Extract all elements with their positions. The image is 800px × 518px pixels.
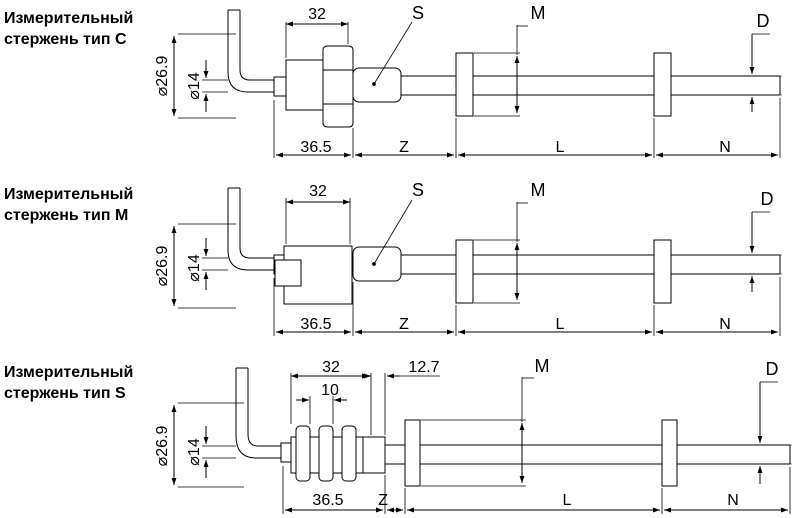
label-m-d: D xyxy=(761,189,774,209)
flange-1 xyxy=(455,52,474,117)
diameter-symbol: ⌀ xyxy=(186,456,203,466)
dim-s-z: Z xyxy=(378,492,388,509)
dim-m-z: Z xyxy=(399,316,409,333)
label-c-d: D xyxy=(757,11,770,31)
section-s-title-line1: Измерительный xyxy=(4,364,134,381)
svg-text:⌀14: ⌀14 xyxy=(186,72,203,100)
diameter-symbol: ⌀ xyxy=(186,272,203,282)
labels-type-m: 32 36.5 Z L N S M D ⌀26.9 ⌀14 xyxy=(154,180,774,333)
svg-text:⌀26.9: ⌀26.9 xyxy=(154,246,171,287)
diameter-symbol: ⌀ xyxy=(186,90,203,100)
hook-tube xyxy=(227,188,276,271)
label-c-s: S xyxy=(412,3,424,23)
connector-small xyxy=(273,76,287,97)
diagram-type-s xyxy=(171,367,792,514)
diameter-symbol: ⌀ xyxy=(154,86,171,96)
section-c-title-line2: стержень тип C xyxy=(4,31,127,48)
section-s-title-line2: стержень тип S xyxy=(4,385,126,402)
dim-m-36-5: 36.5 xyxy=(300,316,331,333)
dim-s-26-9: 26.9 xyxy=(154,426,171,457)
diagram-type-c xyxy=(171,9,782,158)
thread-s xyxy=(352,246,402,282)
label-c-m: M xyxy=(531,3,546,23)
dim-s-14: 14 xyxy=(186,438,203,456)
dim-c-14: 14 xyxy=(186,72,203,90)
dim-s-32: 32 xyxy=(322,359,340,376)
label-s-d: D xyxy=(766,359,779,379)
dim-c-l: L xyxy=(556,139,565,156)
section-m-title-line1: Измерительный xyxy=(4,186,134,203)
dim-m-l: L xyxy=(556,316,565,333)
sleeve-fin-3 xyxy=(341,425,357,482)
svg-text:⌀14: ⌀14 xyxy=(186,438,203,466)
connector-small xyxy=(280,442,292,463)
dim-c-36-5: 36.5 xyxy=(300,139,331,156)
diameter-symbol: ⌀ xyxy=(154,276,171,286)
label-s-m: M xyxy=(535,356,550,376)
dim-s-l: L xyxy=(563,492,572,509)
dim-s-12-7: 12.7 xyxy=(408,359,439,376)
sleeve-end xyxy=(362,436,386,474)
dim-c-n: N xyxy=(719,139,731,156)
labels-type-c: 32 36.5 Z L N S M D ⌀26.9 ⌀14 xyxy=(154,3,770,156)
dim-s-10: 10 xyxy=(321,382,339,399)
svg-text:⌀26.9: ⌀26.9 xyxy=(154,56,171,97)
flange-2 xyxy=(653,239,672,304)
connector-inner xyxy=(274,259,302,287)
dim-c-26-9: 26.9 xyxy=(154,56,171,87)
section-c-title-line1: Измерительный xyxy=(4,10,134,27)
sleeve-fin-1 xyxy=(295,425,311,482)
flange-1 xyxy=(455,239,474,304)
thread-s xyxy=(352,67,402,103)
diameter-symbol: ⌀ xyxy=(154,456,171,466)
flange-2 xyxy=(661,419,678,487)
labels-type-s: 32 10 12.7 36.5 Z L N M D ⌀26.9 ⌀14 xyxy=(154,356,779,509)
dim-m-32: 32 xyxy=(309,183,327,200)
flange-2 xyxy=(653,52,672,117)
hex-nut xyxy=(322,45,354,128)
dim-s-36-5: 36.5 xyxy=(312,492,343,509)
dim-m-n: N xyxy=(719,316,731,333)
dim-s-n: N xyxy=(727,492,739,509)
svg-text:⌀26.9: ⌀26.9 xyxy=(154,426,171,467)
dim-c-z: Z xyxy=(399,139,409,156)
hook-tube xyxy=(227,10,276,93)
label-m-m: M xyxy=(531,180,546,200)
svg-text:⌀14: ⌀14 xyxy=(186,254,203,282)
flange-1 xyxy=(404,419,421,487)
dim-m-26-9: 26.9 xyxy=(154,246,171,277)
body-block xyxy=(285,59,329,111)
sleeve-fin-2 xyxy=(318,425,334,482)
diagram-type-m xyxy=(171,187,782,336)
section-m-title-line2: стержень тип M xyxy=(4,207,129,224)
dim-c-32: 32 xyxy=(308,6,326,23)
dim-m-14: 14 xyxy=(186,254,203,272)
hook-tube xyxy=(235,368,283,459)
label-m-s: S xyxy=(412,180,424,200)
